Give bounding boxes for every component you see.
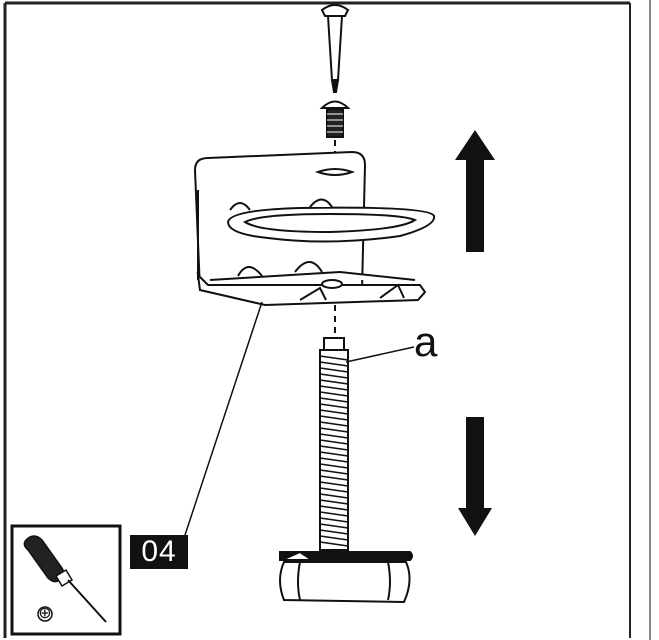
clamp-bracket	[193, 150, 436, 307]
phillips-screwdriver-icon: ⊕	[38, 603, 52, 622]
step-number-badge: 04	[130, 535, 188, 569]
arrow-up-icon	[455, 130, 495, 252]
clamp-knob	[279, 550, 413, 604]
step-leader-line	[184, 301, 263, 536]
part-a-leader-line	[345, 346, 415, 363]
page-border	[3, 0, 651, 640]
small-screw-icon	[319, 100, 351, 138]
tool-box	[10, 524, 122, 636]
arrow-down-icon	[458, 417, 492, 536]
part-a-label: a	[414, 318, 438, 365]
bolt-thread-lines	[319, 355, 349, 547]
screwdriver-top-icon	[320, 4, 350, 93]
